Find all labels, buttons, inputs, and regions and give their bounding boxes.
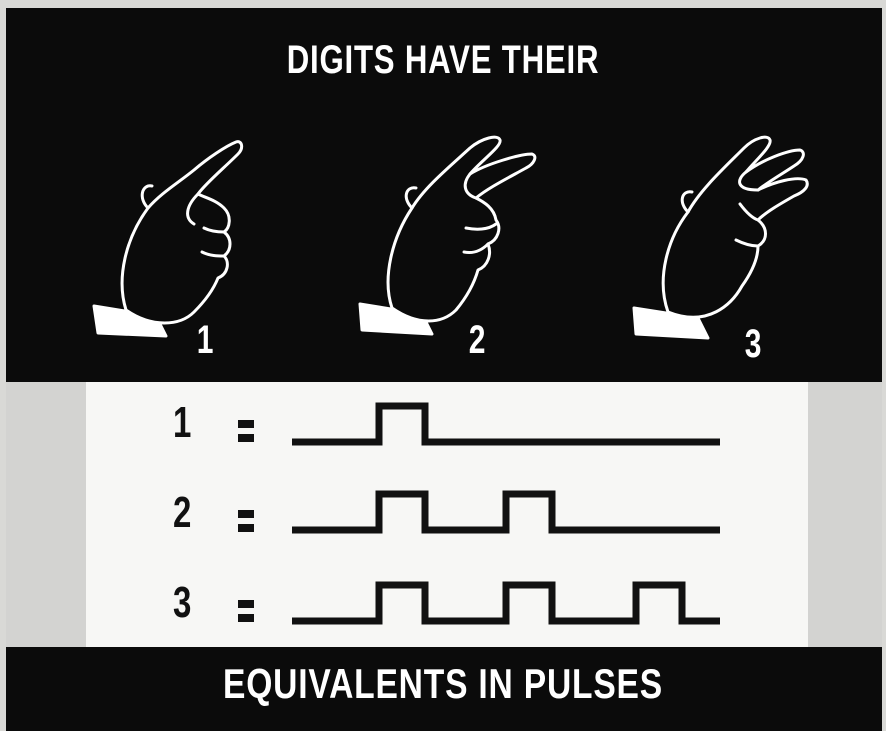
- pulse-train-row-2: [292, 494, 720, 530]
- pulse-train-row-1: [292, 406, 720, 442]
- bottom-title: EQUIVALENTS IN PULSES: [89, 660, 798, 708]
- pulse-train-row-3: [292, 585, 720, 621]
